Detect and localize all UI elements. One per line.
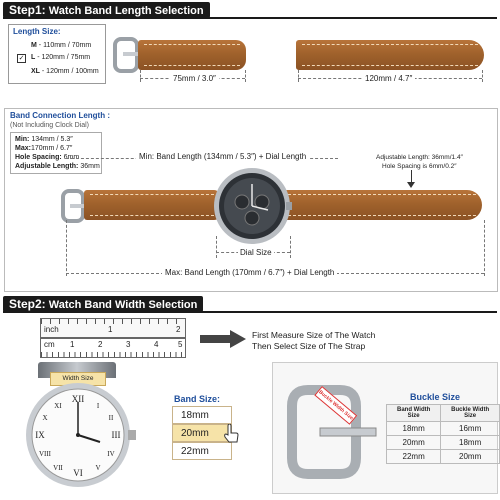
svg-text:III: III bbox=[112, 430, 121, 440]
measure-line1: First Measure Size of The Watch bbox=[252, 330, 376, 340]
watch-face-icon: XII III VI IX I II IV V VII VIII X XI bbox=[26, 383, 136, 487]
buckle-icon bbox=[287, 385, 377, 479]
band-size-option-22[interactable]: 22mm bbox=[172, 442, 232, 460]
adjustable-length-label: Adjustable Length: 36mm/1.4″ bbox=[376, 154, 463, 161]
svg-text:VII: VII bbox=[53, 464, 63, 472]
svg-text:XII: XII bbox=[72, 394, 85, 404]
step1-underline bbox=[3, 17, 497, 19]
step1-badge: Step1: Watch Band Length Selection bbox=[3, 2, 210, 18]
length-size-box: Length Size: M - 110mm / 70mm ✓ L - 120m… bbox=[8, 24, 106, 84]
arrow-down-icon bbox=[407, 182, 415, 188]
step2-underline bbox=[3, 311, 497, 313]
table-header-row: Band Width Size Buckle Width Size bbox=[385, 404, 500, 422]
step1-label: Step1: bbox=[9, 3, 46, 17]
step2-label: Step2: bbox=[9, 297, 46, 311]
table-row: 20mm 18mm bbox=[385, 435, 500, 450]
dial-size-label: Dial Size bbox=[238, 248, 274, 257]
svg-text:V: V bbox=[95, 464, 100, 472]
band-size-option-20[interactable]: 20mm bbox=[172, 424, 232, 442]
buckle-size-title: Buckle Size bbox=[410, 392, 461, 402]
long-strap-length: 120mm / 4.7″ bbox=[362, 74, 416, 83]
measure-line2: Then Select Size of The Strap bbox=[252, 341, 366, 351]
cm-label: cm bbox=[44, 340, 55, 349]
band-size-option-18[interactable]: 18mm bbox=[172, 406, 232, 424]
length-row-xl: XL - 120mm / 100mm bbox=[31, 68, 99, 75]
min-length-label: Min: Band Length (134mm / 5.3″) + Dial L… bbox=[136, 152, 310, 161]
svg-text:X: X bbox=[42, 414, 47, 422]
length-row-m: M - 110mm / 70mm bbox=[31, 42, 92, 49]
buckle-size-table: Band Width Size Buckle Width Size 18mm 1… bbox=[385, 404, 500, 464]
step1-title: Watch Band Length Selection bbox=[48, 5, 204, 17]
step2-title: Watch Band Width Selection bbox=[48, 299, 198, 311]
inch-scale bbox=[40, 318, 186, 338]
band-size-title: Band Size: bbox=[174, 394, 221, 404]
step2-header: Step2: Watch Band Width Selection bbox=[0, 296, 500, 313]
hole-spacing-label: Hole Spacing is 6mm/0.2″ bbox=[382, 163, 457, 170]
svg-text:IV: IV bbox=[107, 450, 114, 458]
svg-text:IX: IX bbox=[35, 430, 45, 440]
buckle-icon-mid bbox=[61, 189, 88, 223]
step2-badge: Step2: Watch Band Width Selection bbox=[3, 296, 204, 312]
cm-scale bbox=[40, 338, 186, 358]
buckle-icon-top bbox=[113, 37, 141, 73]
short-strap bbox=[138, 40, 246, 70]
inch-label: inch bbox=[44, 325, 59, 334]
pointer-hand-icon bbox=[224, 424, 239, 443]
svg-text:II: II bbox=[109, 414, 114, 422]
arrow-right-icon bbox=[200, 330, 246, 348]
length-row-l: L - 120mm / 75mm bbox=[31, 54, 91, 61]
svg-text:VI: VI bbox=[73, 468, 83, 478]
watch-case-icon bbox=[214, 168, 292, 244]
short-strap-length: 75mm / 3.0″ bbox=[170, 74, 219, 83]
connection-specs: Min: 134mm / 5.3″ Max:170mm / 6.7″ Hole … bbox=[10, 132, 102, 174]
svg-text:I: I bbox=[97, 402, 100, 410]
checked-icon[interactable]: ✓ bbox=[17, 54, 26, 63]
svg-text:XI: XI bbox=[54, 402, 62, 410]
max-length-label: Max: Band Length (170mm / 6.7″) + Dial L… bbox=[162, 268, 338, 277]
hole-arrow bbox=[411, 170, 412, 184]
table-row: 18mm 16mm bbox=[385, 421, 500, 436]
mid-strap-right bbox=[282, 190, 482, 220]
connection-title: Band Connection Length : bbox=[10, 111, 110, 120]
connection-note: (Not Including Clock Dial) bbox=[10, 122, 89, 129]
svg-text:VIII: VIII bbox=[39, 450, 52, 458]
mid-strap-left bbox=[84, 190, 220, 220]
length-size-title: Length Size: bbox=[13, 27, 61, 36]
table-row: 22mm 20mm bbox=[385, 449, 500, 464]
long-strap bbox=[296, 40, 484, 70]
step1-header: Step1: Watch Band Length Selection bbox=[0, 2, 500, 19]
